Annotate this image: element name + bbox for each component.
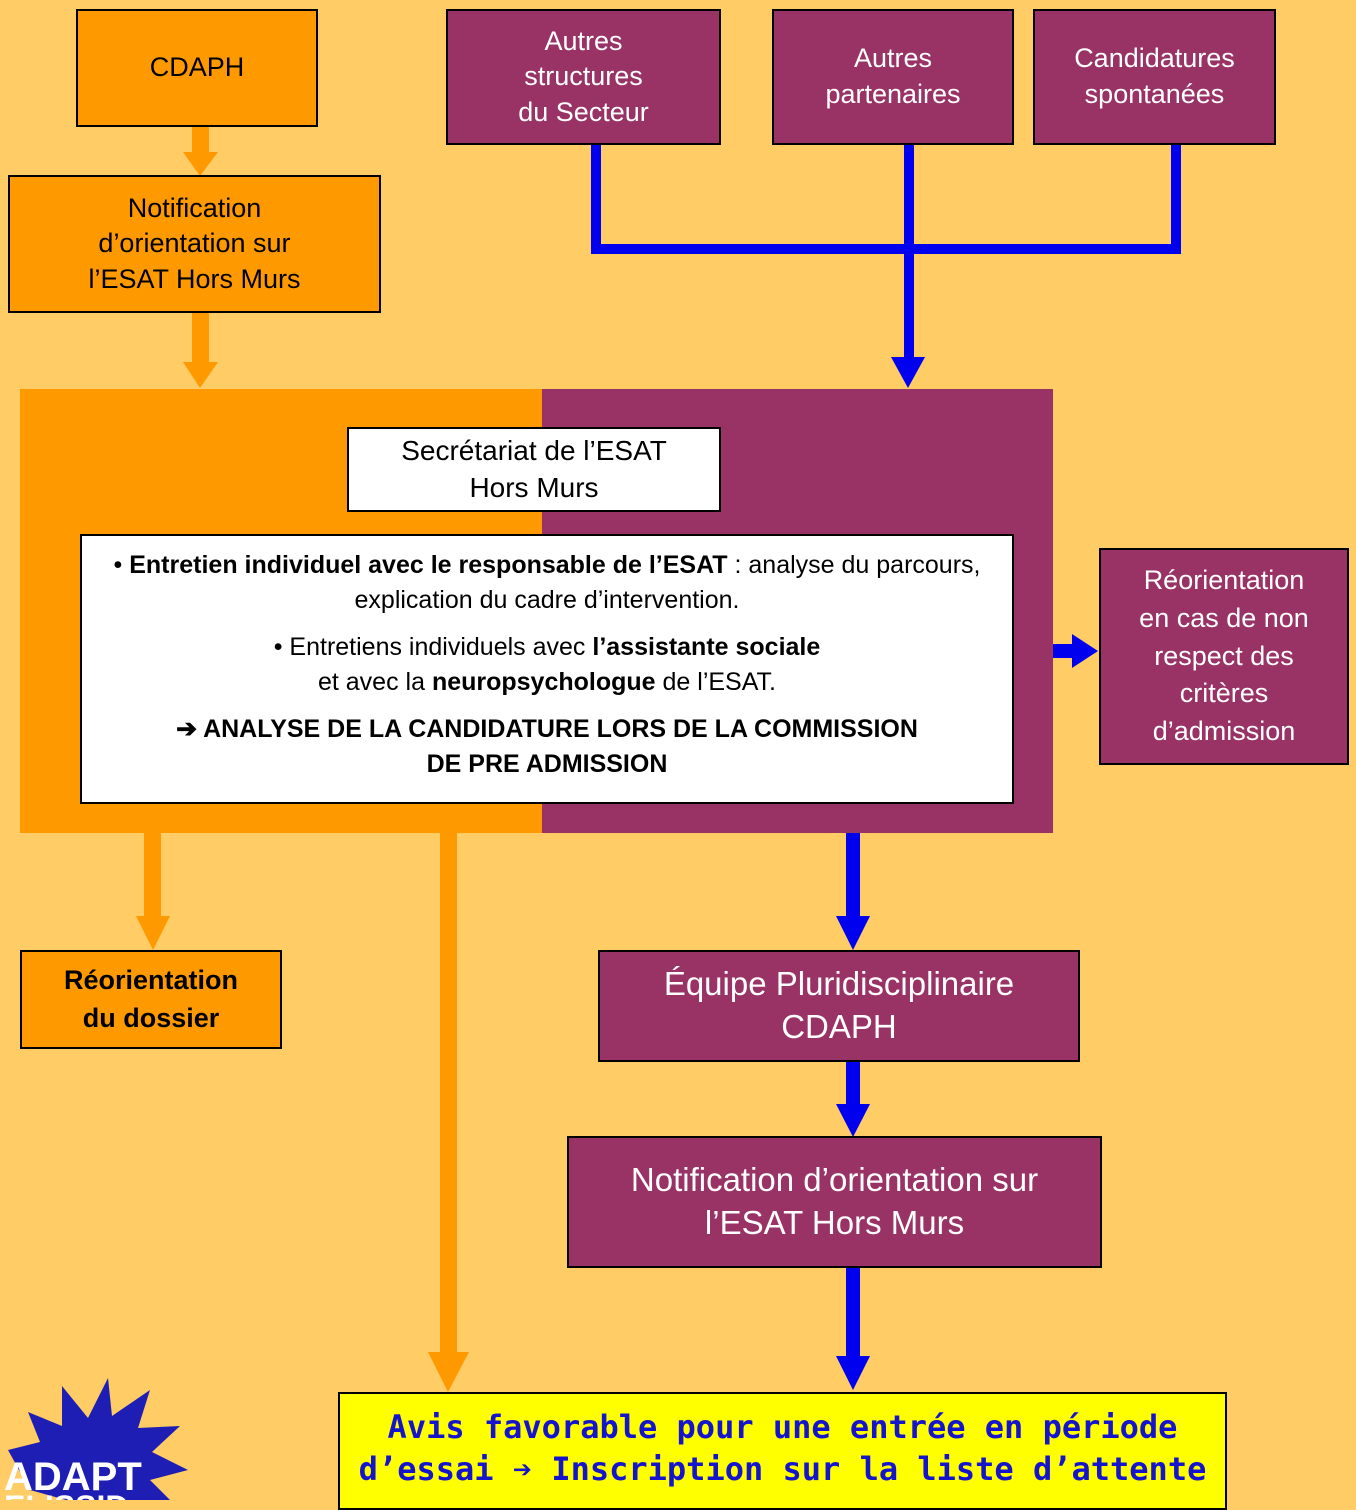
- main-process-box: • Entretien individuel avec le responsab…: [80, 534, 1014, 804]
- line-partenaires-down: [904, 144, 914, 247]
- reorientation-dossier-line-2: du dossier: [82, 1002, 220, 1033]
- reorientation-right-line-1: Réorientation: [1143, 565, 1305, 595]
- notification-top-box: Notification d’orientation sur l’ESAT Ho…: [8, 175, 381, 313]
- notification-top-line-1: Notification: [127, 192, 262, 223]
- logo-starburst-icon: ADAPT ELISSID: [4, 1378, 188, 1500]
- reorientation-dossier-line-1: Réorientation: [63, 964, 238, 995]
- paragraph-entretien-responsable: • Entretien individuel avec le responsab…: [96, 548, 998, 618]
- entretien-responsable-rest: : analyse du parcours, explication du ca…: [354, 551, 981, 614]
- equipe-line-2: CDAPH: [781, 1008, 897, 1045]
- entretien-responsable-bold: Entretien individuel avec le responsable…: [129, 551, 728, 579]
- assistante-sociale-bold: l’assistante sociale: [592, 633, 821, 661]
- final-line-1: Avis favorable pour une entrée en périod…: [387, 1408, 1178, 1446]
- entretiens-pre: Entretiens individuels avec: [289, 633, 593, 661]
- arrow-equipe-to-notification-shaft: [846, 1061, 860, 1105]
- arrow-cdaph-to-notification-head: [183, 152, 218, 176]
- adapt-logo: ADAPT ELISSID: [0, 1368, 190, 1500]
- reorientation-dossier-box: Réorientation du dossier: [20, 950, 282, 1049]
- candidatures-box: Candidatures spontanées: [1033, 9, 1276, 145]
- paragraph-analyse: ➔ ANALYSE DE LA CANDIDATURE LORS DE LA C…: [96, 712, 998, 782]
- notification-top-line-2: d’orientation sur: [98, 228, 291, 259]
- candidatures-line-1: Candidatures: [1074, 43, 1235, 74]
- autres-structures-line-1: Autres: [544, 25, 623, 56]
- arrow-main-to-reorientation-shaft: [144, 833, 161, 917]
- final-line-2-pre: d’essai: [358, 1450, 494, 1489]
- arrow-main-to-equipe-shaft: [846, 833, 860, 917]
- analyse-line-1: ANALYSE DE LA CANDIDATURE LORS DE LA COM…: [203, 715, 918, 743]
- logo-text-1: ADAPT: [4, 1455, 142, 1499]
- right-arrow-icon: ➔: [512, 1450, 533, 1489]
- arrow-main-to-reorientation-right-shaft: [1053, 644, 1073, 658]
- arrow-main-to-final-shaft: [440, 833, 457, 1353]
- arrow-main-to-final-head: [428, 1352, 469, 1392]
- equipe-line-1: Équipe Pluridisciplinaire: [663, 965, 1015, 1003]
- notification-bottom-line-2: l’ESAT Hors Murs: [704, 1204, 965, 1241]
- equipe-box: Équipe Pluridisciplinaire CDAPH: [598, 950, 1080, 1062]
- reorientation-right-line-4: critères: [1179, 678, 1269, 709]
- arrow-notification-to-final-head: [836, 1356, 870, 1390]
- analyse-line-2: DE PRE ADMISSION: [426, 750, 668, 778]
- reorientation-right-line-5: d’admission: [1152, 716, 1296, 747]
- arrow-notification-to-final-shaft: [846, 1267, 860, 1357]
- final-decision-box: Avis favorable pour une entrée en périod…: [338, 1392, 1227, 1510]
- cdaph-box: CDAPH: [76, 9, 318, 127]
- autres-partenaires-box: Autres partenaires: [772, 9, 1014, 145]
- candidatures-line-2: spontanées: [1084, 79, 1225, 109]
- logo-text-2: ELISSID: [4, 1489, 128, 1500]
- final-line-2-post: Inscription sur la liste d’attente: [551, 1450, 1207, 1489]
- entretiens-post: de l’ESAT.: [655, 668, 777, 696]
- line-blue-horizontal: [591, 244, 1181, 254]
- autres-structures-box: Autres structures du Secteur: [446, 9, 721, 145]
- arrow-notification-to-main-shaft: [192, 313, 209, 363]
- arrow-equipe-to-notification-head: [836, 1104, 870, 1137]
- arrow-blue-to-main-shaft: [904, 250, 914, 358]
- arrow-main-to-reorientation-right-head: [1072, 634, 1098, 668]
- autres-partenaires-line-2: partenaires: [825, 79, 961, 109]
- bullet: •: [273, 633, 283, 661]
- arrow-notification-to-main-head: [183, 362, 218, 388]
- line-candidatures-down: [1171, 144, 1181, 247]
- line-structures-down: [591, 144, 601, 247]
- autres-partenaires-line-1: Autres: [853, 43, 933, 74]
- cdaph-label: CDAPH: [149, 52, 245, 83]
- entretiens-mid: et avec la: [317, 668, 432, 696]
- neuropsychologue-bold: neuropsychologue: [431, 668, 656, 696]
- arrow-main-to-equipe-head: [836, 916, 870, 950]
- secretariat-line-2: Hors Murs: [469, 471, 599, 503]
- notification-top-line-3: l’ESAT Hors Murs: [88, 263, 301, 294]
- autres-structures-line-3: du Secteur: [518, 96, 649, 127]
- notification-bottom-box: Notification d’orientation sur l’ESAT Ho…: [567, 1136, 1102, 1268]
- notification-bottom-line-1: Notification d’orientation sur: [630, 1161, 1039, 1199]
- secretariat-box: Secrétariat de l’ESAT Hors Murs: [347, 427, 721, 512]
- arrow-blue-to-main-head: [891, 357, 925, 388]
- arrow-cdaph-to-notification-shaft: [192, 126, 209, 152]
- reorientation-right-line-2: en cas de non: [1139, 602, 1309, 633]
- arrow-main-to-reorientation-head: [136, 916, 170, 950]
- right-arrow-icon: ➔: [176, 715, 198, 743]
- reorientation-right-box: Réorientation en cas de non respect des …: [1099, 548, 1349, 765]
- paragraph-entretiens-individuels: • Entretiens individuels avec l’assistan…: [96, 630, 998, 700]
- bullet: •: [113, 551, 123, 579]
- reorientation-right-line-3: respect des: [1154, 640, 1294, 671]
- autres-structures-line-2: structures: [524, 61, 643, 92]
- secretariat-line-1: Secrétariat de l’ESAT: [401, 435, 667, 467]
